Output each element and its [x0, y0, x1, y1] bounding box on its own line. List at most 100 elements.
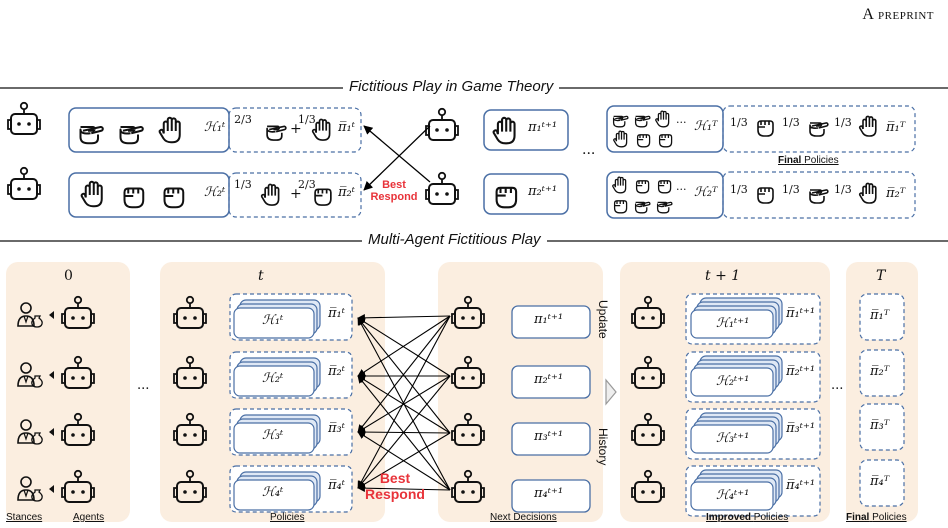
top-final-frac-1c: 1/3: [834, 116, 852, 129]
colt-avg-label: π̅₄ᵗ: [328, 478, 345, 493]
top-final-frac-2a: 1/3: [730, 183, 748, 196]
colt-history-label: ℋ₂ᵗ: [262, 371, 284, 386]
best-respond-arrows: [357, 314, 451, 492]
colT-final-label: π̅₁ᵀ: [870, 308, 890, 323]
colT-final-label: π̅₃ᵀ: [870, 418, 890, 433]
colt1-history-box: [690, 309, 774, 339]
top-history-label-2: ℋ₂ᵗ: [204, 185, 226, 200]
top-next-label-1: π₁ᵗ⁺¹: [528, 120, 558, 135]
colt1-history-label: ℋ₄ᵗ⁺¹: [716, 488, 750, 503]
label-next-decisions: Next Decisions: [490, 512, 557, 523]
label-final-policies: Final Policies: [846, 512, 907, 523]
colt1-history-box: [690, 424, 774, 454]
header-preprint: A preprint: [862, 6, 934, 23]
next-decision-label: π₁ᵗ⁺¹: [534, 312, 564, 327]
col-header-t1: t + 1: [705, 268, 741, 284]
colt1-history-box: [690, 367, 774, 397]
hand-paper-icon: [260, 183, 280, 206]
col-header-0: 0: [64, 268, 73, 284]
colt1-history-label: ℋ₃ᵗ⁺¹: [716, 431, 750, 446]
colt-avg-label: π̅₃ᵗ: [328, 421, 345, 436]
top-final-policies-label: Final Policies: [778, 155, 839, 166]
best-respond-arrow: [357, 314, 451, 322]
best-respond-arrow: [357, 317, 451, 491]
top-frac-2b: 2/3: [298, 178, 316, 191]
colt-avg-label: π̅₂ᵗ: [328, 364, 345, 379]
top-avg-label-2: π̅₂ᵗ: [338, 185, 355, 200]
col-header-t: t: [258, 268, 264, 284]
colT-final-label: π̅₂ᵀ: [870, 364, 890, 379]
top-final-frac-1a: 1/3: [730, 116, 748, 129]
label-policies: Policies: [270, 512, 305, 523]
top-section-title: Fictitious Play in Game Theory: [343, 78, 560, 95]
top-mid-agent-2: [425, 171, 459, 205]
top-final-avg-label-1: π̅₁ᵀ: [886, 120, 906, 135]
colT-boxes: [859, 293, 905, 507]
colt-history-box: [233, 479, 315, 511]
next-decision-label: π₃ᵗ⁺¹: [534, 429, 564, 444]
hand-paper-icon: [492, 116, 516, 145]
top-frac-1a: 2/3: [234, 113, 252, 126]
next-boxes: [511, 305, 591, 513]
top-frac-1b: 1/3: [298, 113, 316, 126]
top-history-box-1: [68, 107, 230, 153]
top-next-box-2: [483, 173, 569, 215]
best-respond-arrow: [357, 317, 451, 377]
top-final-frac-2b: 1/3: [782, 183, 800, 196]
colt1-history-box: [690, 481, 774, 511]
colt1-avg-label: π̅₁ᵗ⁺¹: [786, 306, 816, 321]
top-best-respond: Best Respond: [370, 179, 418, 203]
label-stances: Stances: [6, 512, 43, 523]
top-final-hist-label-2: ℋ₂ᵀ: [694, 185, 718, 200]
top-final-avg-2: [722, 171, 916, 219]
top-plus-2: +: [290, 186, 302, 202]
colt-history-label: ℋ₃ᵗ: [262, 428, 284, 443]
top-final-avg-label-2: π̅₂ᵀ: [886, 186, 906, 201]
colt-policy-boxes: [229, 293, 353, 513]
top-final-hist-label-1: ℋ₁ᵀ: [694, 119, 718, 134]
top-history-box-2: [68, 172, 230, 218]
colt1-history-label: ℋ₁ᵗ⁺¹: [716, 316, 750, 331]
best-respond-arrow: [357, 317, 451, 434]
best-respond-arrow-2: [363, 125, 431, 191]
best-respond-arrow-1: [363, 125, 431, 183]
best-respond-arrow: [357, 375, 451, 491]
top-next-label-2: π₂ᵗ⁺¹: [528, 184, 558, 199]
next-decision-label: π₂ᵗ⁺¹: [534, 372, 564, 387]
hand-rock-icon: [314, 188, 332, 206]
next-decision-label: π₄ᵗ⁺¹: [534, 486, 564, 501]
colt-history-box: [233, 307, 315, 339]
hand-paper-icon: [158, 116, 181, 144]
colt1-avg-label: π̅₄ᵗ⁺¹: [786, 478, 816, 493]
label-improved-policies: Improved Policies: [706, 512, 789, 523]
top-frac-2a: 1/3: [234, 178, 252, 191]
hand-paper-icon: [80, 180, 103, 208]
colT-final-label: π̅₄ᵀ: [870, 474, 890, 489]
colt-avg-label: π̅₁ᵗ: [328, 306, 345, 321]
top-mid-agent-1: [425, 107, 459, 141]
col-header-T: T: [876, 268, 886, 284]
bottom-section-title: Multi-Agent Fictitious Play: [362, 231, 547, 248]
colt1-history-label: ℋ₂ᵗ⁺¹: [716, 374, 750, 389]
colt-history-box: [233, 365, 315, 397]
best-respond-arrow: [357, 315, 451, 433]
colt-history-box: [233, 422, 315, 454]
top-final-avg-1: [722, 105, 916, 153]
update-label: Update: [596, 300, 610, 339]
colt-history-label: ℋ₁ᵗ: [262, 313, 284, 328]
update-arrow: [605, 378, 617, 406]
top-avg-box-2: [228, 172, 362, 218]
col0-rows: [17, 295, 95, 503]
top-final-frac-1b: 1/3: [782, 116, 800, 129]
hand-scissors-icon: [79, 125, 104, 145]
colt1-avg-label: π̅₂ᵗ⁺¹: [786, 364, 816, 379]
top-agent-1: [7, 101, 41, 135]
top-final-frac-2c: 1/3: [834, 183, 852, 196]
bottom-ellipsis-1: ...: [137, 378, 150, 393]
top-ellipsis: ...: [582, 142, 596, 158]
top-final-dots-2: ...: [676, 180, 687, 193]
best-respond-arrow: [357, 484, 451, 492]
top-next-box-1: [483, 109, 569, 151]
